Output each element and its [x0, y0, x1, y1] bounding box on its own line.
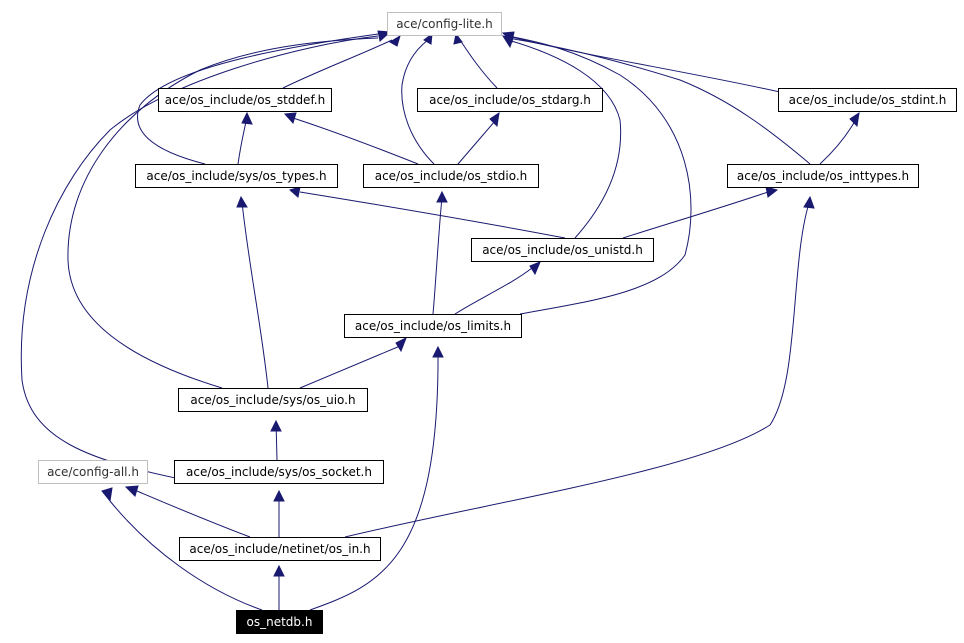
edge-stddef-to-config-lite	[282, 39, 393, 89]
arrowhead-inttypes-from-unistd	[765, 186, 779, 198]
arrowhead-stdio	[436, 190, 448, 203]
arrowhead-config-lite-right-2	[501, 35, 514, 49]
arrowhead-stddef-from-types	[241, 111, 253, 125]
node-os-netdb[interactable]: os_netdb.h	[236, 610, 323, 634]
arrowhead-limits-from-uio	[395, 336, 407, 353]
node-sys-os-types[interactable]: ace/os_include/sys/os_types.h	[135, 164, 338, 188]
arrowhead-sys-uio	[270, 419, 282, 432]
node-os-inttypes[interactable]: ace/os_include/os_inttypes.h	[727, 164, 919, 188]
node-sys-os-uio[interactable]: ace/os_include/sys/os_uio.h	[178, 388, 368, 412]
arrowhead-sys-types-from-uio	[236, 195, 248, 208]
node-os-unistd[interactable]: ace/os_include/os_unistd.h	[471, 238, 654, 262]
arrowhead-sys-socket	[273, 489, 285, 502]
edge-unistd-to-sys-types	[299, 191, 566, 239]
edge-sys-types-to-config-lite	[137, 33, 379, 165]
arrowhead-config-lite-mid-left	[389, 34, 401, 47]
edge-sys-socket-to-config-lite	[20, 35, 379, 480]
edge-netinet-in-to-inttypes	[344, 199, 811, 538]
edge-inttypes-to-stdint	[819, 120, 856, 165]
edge-stdint-to-config-lite	[507, 35, 781, 93]
edge-unistd-to-config-lite	[507, 39, 622, 239]
node-os-stdint[interactable]: ace/os_include/os_stdint.h	[778, 88, 957, 112]
arrowhead-netinet-in	[273, 564, 285, 577]
node-netinet-os-in[interactable]: ace/os_include/netinet/os_in.h	[179, 537, 381, 561]
arrowhead-limits-from-netdb	[432, 345, 444, 358]
node-os-stdarg[interactable]: ace/os_include/os_stdarg.h	[417, 88, 603, 112]
arrowhead-stdarg	[489, 111, 500, 128]
edge-limits-to-unistd	[454, 267, 533, 315]
node-sys-os-socket[interactable]: ace/os_include/sys/os_socket.h	[174, 460, 384, 484]
edge-stdio-to-stdarg	[457, 120, 496, 165]
edge-stdio-to-stddef	[292, 117, 419, 165]
edge-sys-uio-to-limits	[299, 345, 401, 389]
edge-sys-types-to-stddef	[237, 121, 247, 165]
arrowhead-unistd	[529, 261, 541, 276]
node-config-all[interactable]: ace/config-all.h	[38, 460, 148, 484]
arrowhead-config-all	[101, 487, 113, 503]
arrowhead-config-lite-stdarg	[453, 32, 463, 45]
edge-stdarg-to-config-lite	[459, 39, 498, 89]
node-os-stddef[interactable]: ace/os_include/os_stddef.h	[158, 88, 332, 112]
edge-stdio-to-config-lite	[401, 39, 435, 165]
edge-unistd-to-inttypes	[622, 191, 769, 239]
arrowhead-inttypes-from-netinet	[803, 195, 815, 209]
edge-sys-uio-to-config-lite	[67, 37, 379, 389]
edge-sys-uio-to-sys-types	[241, 201, 269, 389]
edge-netinet-in-to-config-all	[136, 490, 251, 538]
arrowhead-config-all-from-netinet	[124, 485, 139, 497]
arrowhead-stddef-from-stdio	[283, 112, 297, 125]
edge-limits-to-stdio	[432, 196, 443, 315]
edge-netdb-to-limits	[309, 346, 439, 611]
node-os-stdio[interactable]: ace/os_include/os_stdio.h	[363, 164, 539, 188]
edge-netdb-to-config-all	[109, 500, 263, 611]
arrowhead-stdint	[849, 111, 860, 128]
node-os-limits[interactable]: ace/os_include/os_limits.h	[344, 314, 522, 338]
edge-limits-to-config-lite	[507, 35, 692, 315]
node-config-lite[interactable]: ace/config-lite.h	[387, 12, 502, 36]
arrowhead-config-lite-mid	[423, 32, 433, 45]
arrowhead-sys-types-from-unistd	[288, 186, 301, 198]
